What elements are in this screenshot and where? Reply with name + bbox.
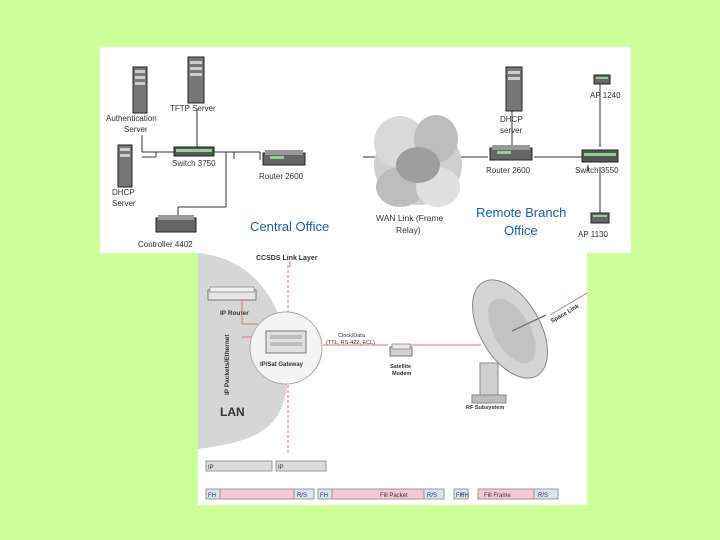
switch-3550-icon [581, 149, 619, 163]
satellite-diagram-panel: CCSDS Link Layer IP Router IP Packets/Et… [198, 249, 587, 505]
wan-link-label-line1: WAN Link (Frame [376, 213, 443, 223]
lan-region [198, 253, 288, 449]
rf-subsystem-label: RF Subsystem [466, 405, 504, 411]
network-diagram-panel: Authentication Server TFTP Server Switch… [100, 47, 631, 253]
ip-packet-row: IP IP [205, 460, 327, 472]
frame-cell-fh-1: FH [208, 493, 216, 499]
signal-lines [241, 300, 481, 346]
ip-router-label: IP Router [220, 310, 249, 317]
ap-1130-icon [590, 212, 610, 224]
switch-3750-icon [173, 146, 215, 157]
auth-server-label-line2: Server [124, 125, 148, 134]
ip-router-icon [207, 286, 257, 301]
ccsds-link-layer-label: CCSDS Link Layer [256, 255, 318, 262]
clock-data-label-line2: (TTL, RS-422, ECL) [326, 340, 375, 346]
ap-top-label: AP 1240 [590, 91, 621, 100]
frame-cell-rs-2: R/S [427, 493, 437, 499]
frame-cell-fill-packet: Fill Packet [380, 493, 408, 499]
controller-icon [155, 215, 197, 233]
gateway-label: IP/Sat Gateway [260, 362, 304, 368]
central-office-title: Central Office [250, 219, 329, 234]
frame-row: FH R/S FH Fill Packet R/S FH FH Fill Fra… [205, 488, 559, 500]
ap-bottom-label: AP 1130 [578, 230, 609, 239]
space-link-line [549, 292, 587, 316]
satellite-dish-icon [471, 279, 548, 404]
tftp-server-icon [187, 56, 205, 104]
frame-cell-fh-2: FH [320, 493, 328, 499]
router-central-icon [262, 150, 306, 166]
modem-label-line1: Satellite [390, 364, 411, 370]
frame-cell-fh-4: FH [461, 493, 469, 499]
satellite-modem-icon [389, 343, 413, 357]
tftp-server-label: TFTP Server [170, 104, 216, 113]
dhcp-server-label-line1: DHCP [112, 188, 135, 197]
network-diagram: Authentication Server TFTP Server Switch… [106, 56, 621, 249]
dhcp-remote-server-icon [505, 66, 523, 112]
ip-cell-2: IP [278, 465, 284, 471]
switch-remote-label: Switch 3550 [575, 166, 619, 175]
ip-cell-1: IP [208, 465, 214, 471]
satellite-diagram: CCSDS Link Layer IP Router IP Packets/Et… [198, 253, 587, 500]
dhcp-remote-label-line2: server [500, 126, 523, 135]
ip-packets-ethernet-label: IP Packets/Ethernet [224, 334, 231, 395]
wan-link-label-line2: Relay) [396, 225, 421, 235]
router-central-label: Router 2600 [259, 172, 304, 181]
modem-label-line2: Modem [392, 371, 411, 377]
router-remote-label: Router 2600 [486, 166, 531, 175]
ap-1240-icon [593, 74, 611, 85]
wan-cloud-icon [374, 115, 462, 207]
remote-office-title-line1: Remote Branch [476, 205, 566, 220]
dhcp-remote-label-line1: DHCP [500, 115, 523, 124]
frame-cell-fill-frame: Fill Frame [484, 493, 511, 499]
authentication-server-icon [132, 66, 148, 114]
clock-data-label-line1: Clock/Data [338, 333, 366, 339]
frame-cell-fh-3: FH [456, 493, 464, 499]
dhcp-server-label-line2: Server [112, 199, 136, 208]
frame-cell-rs-1: R/S [297, 493, 307, 499]
dhcp-server-icon [117, 144, 133, 188]
lan-label: LAN [220, 405, 245, 419]
remote-office-title-line2: Office [504, 223, 538, 238]
frame-cell-rs-3: R/S [538, 493, 548, 499]
auth-server-label-line1: Authentication [106, 114, 157, 123]
controller-label: Controller 4402 [138, 240, 193, 249]
gateway-icon [265, 330, 307, 354]
router-remote-icon [489, 145, 533, 161]
space-link-label: Space Link [550, 303, 581, 324]
switch-central-label: Switch 3750 [172, 159, 216, 168]
